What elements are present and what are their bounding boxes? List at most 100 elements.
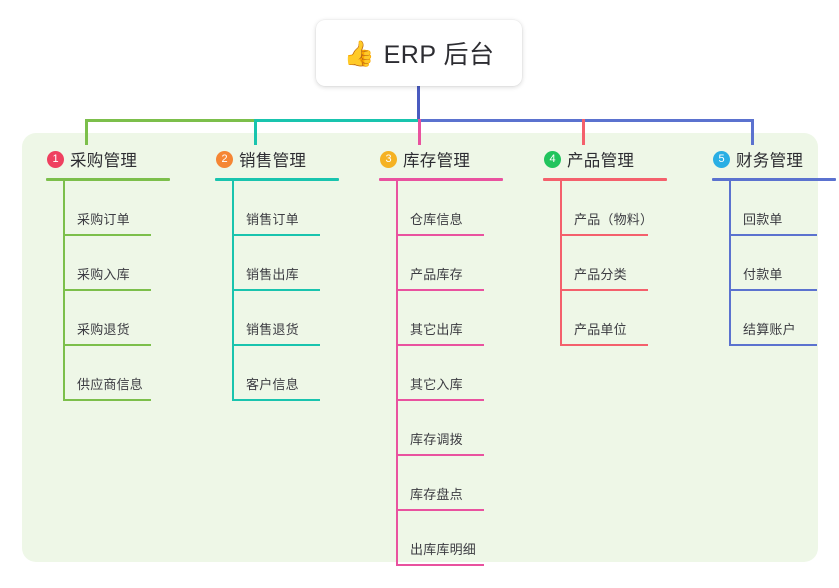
branch-header-1[interactable]: 1 采购管理 (30, 146, 190, 172)
branch-item-underline (729, 344, 817, 346)
branch-item-label: 产品单位 (574, 321, 627, 337)
branch-item-label: 回款单 (743, 211, 783, 227)
branch-item-underline (232, 289, 320, 291)
branch-item[interactable]: 产品（物料） (560, 181, 687, 236)
branch-item[interactable]: 其它入库 (396, 346, 523, 401)
branch-item[interactable]: 库存调拨 (396, 401, 523, 456)
branch-item-underline (63, 399, 151, 401)
branch-badge-icon: 4 (544, 150, 561, 168)
branch-spine (396, 180, 398, 566)
branch-item-underline (729, 289, 817, 291)
root-node[interactable]: 👍 ERP 后台 (316, 20, 522, 86)
branch-item-underline (232, 234, 320, 236)
branch-title: 库存管理 (403, 152, 471, 170)
drop-connector-5 (751, 119, 754, 145)
branch-item[interactable]: 销售订单 (232, 181, 359, 236)
branch-item[interactable]: 销售退货 (232, 291, 359, 346)
thumbs-up-icon: 👍 (343, 38, 375, 68)
branch-items-list: 采购订单采购入库采购退货供应商信息 (63, 180, 190, 401)
branch-items-list: 仓库信息产品库存其它出库其它入库库存调拨库存盘点出库库明细 (396, 180, 523, 566)
branch-item[interactable]: 仓库信息 (396, 181, 523, 236)
branch-item[interactable]: 回款单 (729, 181, 839, 236)
bus-segment-3 (418, 119, 754, 122)
branch-column-2: 2 销售管理销售订单销售出库销售退货客户信息 (199, 146, 359, 401)
branch-item-label: 付款单 (743, 266, 783, 282)
branch-item-label: 客户信息 (246, 376, 299, 392)
branch-item[interactable]: 产品单位 (560, 291, 687, 346)
branch-title: 采购管理 (70, 152, 138, 170)
branch-item[interactable]: 产品库存 (396, 236, 523, 291)
branch-item[interactable]: 采购退货 (63, 291, 190, 346)
branch-item-label: 采购入库 (77, 266, 130, 282)
branch-item-underline (232, 399, 320, 401)
branch-header-3[interactable]: 3 库存管理 (363, 146, 523, 172)
branch-column-4: 4 产品管理产品（物料） 产品分类产品单位 (527, 146, 687, 346)
branch-column-5: 5 财务管理回款单付款单结算账户 (696, 146, 839, 346)
branch-item[interactable]: 付款单 (729, 236, 839, 291)
branch-spine (232, 180, 234, 401)
branch-item-underline (560, 289, 648, 291)
branch-underline (215, 178, 339, 181)
branch-item-underline (232, 344, 320, 346)
branch-item-underline (63, 234, 151, 236)
drop-connector-1 (85, 119, 88, 145)
branch-underline (712, 178, 836, 181)
branch-spine (729, 180, 731, 346)
bus-segment-1 (85, 119, 257, 122)
branch-item[interactable]: 供应商信息 (63, 346, 190, 401)
branch-item[interactable]: 产品分类 (560, 236, 687, 291)
branch-item-underline (396, 234, 484, 236)
branch-item-label: 销售订单 (246, 211, 299, 227)
branch-item-underline (396, 399, 484, 401)
branch-item-label: 库存调拨 (410, 431, 463, 447)
branch-item-label: 库存盘点 (410, 486, 463, 502)
branch-spine (560, 180, 562, 346)
branch-item[interactable]: 出库库明细 (396, 511, 523, 566)
branch-item[interactable]: 其它出库 (396, 291, 523, 346)
branch-title: 产品管理 (567, 152, 635, 170)
branch-underline (543, 178, 667, 181)
branch-column-3: 3 库存管理仓库信息产品库存其它出库其它入库库存调拨库存盘点出库库明细 (363, 146, 523, 566)
branch-item-underline (396, 344, 484, 346)
branch-item-underline (560, 344, 648, 346)
branch-item-label: 结算账户 (743, 321, 796, 337)
diagram-panel-background (22, 133, 818, 562)
branch-header-4[interactable]: 4 产品管理 (527, 146, 687, 172)
branch-item[interactable]: 采购订单 (63, 181, 190, 236)
branch-spine (63, 180, 65, 401)
branch-badge-icon: 1 (47, 150, 64, 168)
branch-title: 销售管理 (239, 152, 307, 170)
branch-badge-icon: 5 (713, 150, 730, 168)
branch-item-underline (396, 289, 484, 291)
branch-item[interactable]: 库存盘点 (396, 456, 523, 511)
drop-connector-4 (582, 119, 585, 145)
drop-connector-3 (418, 119, 421, 145)
branch-item-label: 出库库明细 (410, 541, 477, 557)
drop-connector-2 (254, 119, 257, 145)
branch-item-label: 产品库存 (410, 266, 463, 282)
branch-underline (46, 178, 170, 181)
branch-item[interactable]: 采购入库 (63, 236, 190, 291)
branch-item-label: 采购退货 (77, 321, 130, 337)
branch-item-label: 产品分类 (574, 266, 627, 282)
branch-item-underline (63, 344, 151, 346)
branch-header-2[interactable]: 2 销售管理 (199, 146, 359, 172)
branch-item-label: 其它出库 (410, 321, 463, 337)
branch-item-label: 其它入库 (410, 376, 463, 392)
branch-items-list: 回款单付款单结算账户 (729, 180, 839, 346)
branch-item-label: 销售出库 (246, 266, 299, 282)
branch-item-label: 产品（物料） (574, 211, 654, 227)
branch-header-5[interactable]: 5 财务管理 (696, 146, 839, 172)
branch-item[interactable]: 销售出库 (232, 236, 359, 291)
branch-item[interactable]: 结算账户 (729, 291, 839, 346)
branch-column-1: 1 采购管理采购订单采购入库采购退货供应商信息 (30, 146, 190, 401)
branch-items-list: 销售订单销售出库销售退货客户信息 (232, 180, 359, 401)
branch-item-label: 仓库信息 (410, 211, 463, 227)
branch-badge-icon: 2 (216, 150, 233, 168)
branch-title: 财务管理 (736, 152, 804, 170)
branch-badge-icon: 3 (380, 150, 397, 168)
branch-item-label: 销售退货 (246, 321, 299, 337)
branch-item-underline (729, 234, 817, 236)
branch-item[interactable]: 客户信息 (232, 346, 359, 401)
branch-item-underline (63, 289, 151, 291)
